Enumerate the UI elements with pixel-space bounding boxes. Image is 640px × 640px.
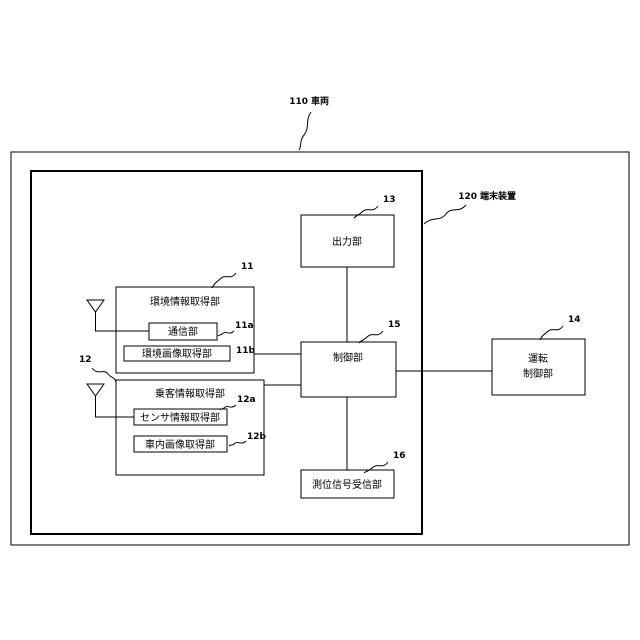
vehicle-ref: 110	[289, 97, 308, 107]
env-info-ref: 11	[241, 262, 254, 272]
terminal-label: 端末装置	[480, 190, 516, 202]
passenger-info-label: 乗客情報取得部	[155, 387, 225, 400]
control-box	[301, 342, 396, 397]
cabin-image-ref: 12b	[247, 432, 267, 442]
vehicle-label: 車両	[311, 95, 329, 107]
sensor-info-ref: 12a	[237, 395, 256, 405]
control-label: 制御部	[333, 351, 363, 364]
drive-control-label-1: 運転	[528, 353, 548, 365]
vehicle-leader	[299, 112, 311, 150]
output-ref: 13	[383, 195, 396, 205]
env-image-ref: 11b	[236, 346, 256, 356]
terminal-ref: 120	[458, 192, 477, 202]
passenger-info-ref: 12	[79, 355, 92, 365]
output-label: 出力部	[332, 235, 362, 248]
sensor-info-label: センサ情報取得部	[140, 411, 220, 424]
cabin-image-label: 車内画像取得部	[145, 438, 215, 451]
comm-label: 通信部	[168, 325, 198, 338]
env-info-label: 環境情報取得部	[150, 295, 220, 308]
env-image-label: 環境画像取得部	[142, 347, 212, 360]
positioning-ref: 16	[393, 451, 406, 461]
drive-control-label-2: 制御部	[523, 367, 553, 380]
comm-ref: 11a	[235, 321, 254, 331]
drive-control-ref: 14	[568, 315, 581, 325]
control-ref: 15	[388, 320, 401, 330]
positioning-label: 測位信号受信部	[312, 478, 382, 491]
drive-control-box	[492, 339, 585, 395]
